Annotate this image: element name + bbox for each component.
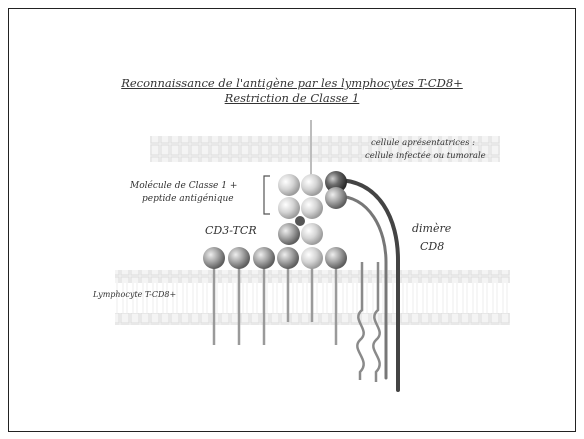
apc-label-line2: cellule infectée ou tumorale xyxy=(365,151,486,161)
cd8-wavy-tails xyxy=(356,262,381,382)
mhc-bracket xyxy=(263,175,270,215)
dimer-label-line1: dimère xyxy=(412,222,452,235)
apc-membrane xyxy=(150,136,500,162)
apc-label-line1: cellule aprésentatrices : xyxy=(371,138,476,148)
cd8-heads xyxy=(325,171,347,209)
title-line-1: Reconnaissance de l'antigène par les lym… xyxy=(121,76,463,90)
cd8-dimer xyxy=(334,178,400,392)
tcr-molecule xyxy=(278,223,323,245)
mhc-label-line1: Molécule de Classe 1 + xyxy=(130,181,238,191)
mhc-label-line2: peptide antigénique xyxy=(142,194,234,204)
mhc-class1-molecule xyxy=(278,174,323,219)
cd3-tcr-complex xyxy=(203,247,347,269)
dimer-label-line2: CD8 xyxy=(420,240,445,253)
cd3-tcr-label: CD3-TCR xyxy=(205,224,257,237)
antigenic-peptide xyxy=(295,216,305,226)
slide-frame xyxy=(8,8,576,432)
lymphocyte-label: Lymphocyte T-CD8+ xyxy=(93,290,177,299)
title-line-2: Restriction de Classe 1 xyxy=(224,91,360,105)
receptor-stalks xyxy=(212,266,338,345)
